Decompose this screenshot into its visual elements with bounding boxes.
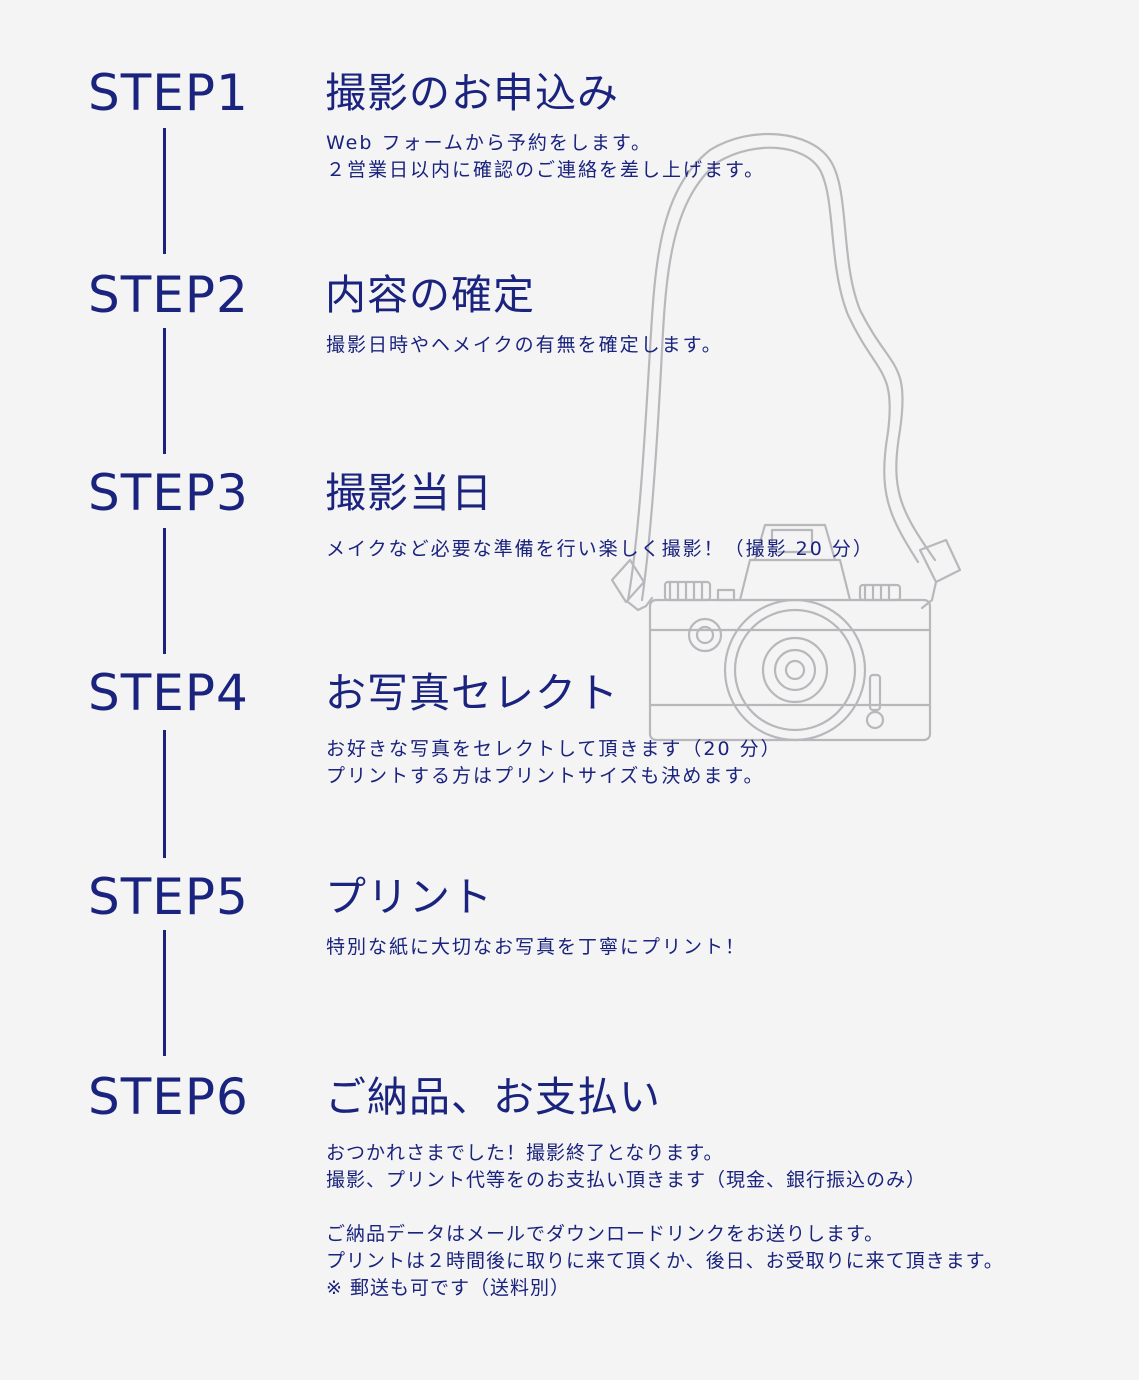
step-description: メイクなど必要な準備を行い楽しく撮影！（撮影 20 分） — [326, 538, 874, 560]
camera-icon — [610, 132, 962, 742]
step-label: STEP3 — [88, 464, 249, 522]
step-label: STEP6 — [88, 1068, 249, 1126]
step-label: STEP1 — [88, 64, 249, 122]
step-title: プリント — [325, 873, 493, 921]
step-description: お好きな写真をセレクトして頂きます（20 分）プリントする方はプリントサイズも決… — [326, 738, 782, 787]
step-label: STEP4 — [88, 664, 249, 722]
step-description: 特別な紙に大切なお写真を丁寧にプリント！ — [326, 936, 747, 958]
step-connector — [163, 730, 166, 858]
step-description: おつかれさまでした！撮影終了となります。撮影、プリント代等をのお支払い頂きます（… — [326, 1142, 1004, 1299]
step-label: STEP5 — [88, 868, 249, 926]
step-title: 撮影のお申込み — [325, 69, 619, 117]
step-description: Web フォームから予約をします。２営業日以内に確認のご連絡を差し上げます。 — [326, 132, 766, 181]
step-label: STEP2 — [88, 266, 249, 324]
step-title: お写真セレクト — [325, 669, 619, 717]
step-connector — [163, 128, 166, 254]
step-connector — [163, 930, 166, 1056]
step-title: 内容の確定 — [325, 271, 535, 319]
step-description: 撮影日時やヘメイクの有無を確定します。 — [326, 334, 723, 356]
step-connector — [163, 328, 166, 454]
step-title: 撮影当日 — [325, 469, 493, 517]
step-title: ご納品、お支払い — [325, 1073, 661, 1121]
step-connector — [163, 528, 166, 654]
